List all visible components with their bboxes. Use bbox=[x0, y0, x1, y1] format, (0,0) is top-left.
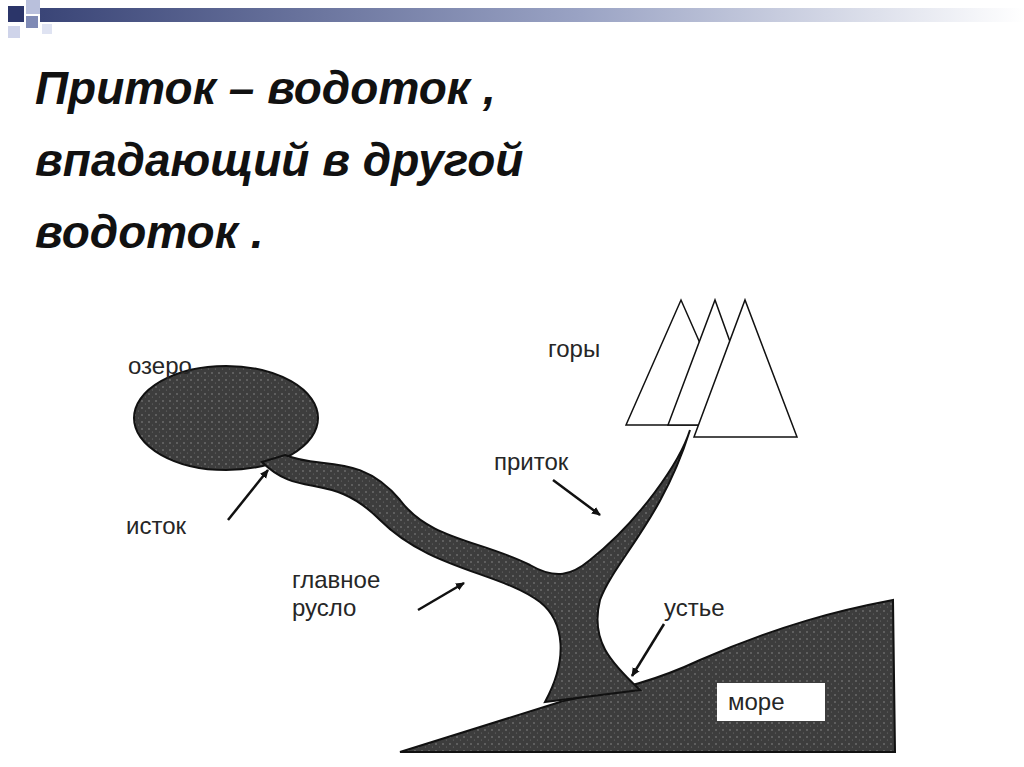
lake-label: озеро bbox=[128, 352, 192, 380]
mouth-label: устье bbox=[664, 594, 725, 622]
sea-label-box: море bbox=[717, 683, 825, 721]
river bbox=[262, 430, 690, 702]
mountains bbox=[626, 300, 797, 437]
tributary-label: приток bbox=[494, 448, 568, 476]
header-bar bbox=[8, 0, 1024, 38]
lake bbox=[134, 366, 318, 470]
main-channel-label: главное русло bbox=[292, 566, 422, 622]
slide-title: Приток – водоток , впадающий в другой во… bbox=[35, 52, 711, 268]
box-text: море bbox=[728, 688, 814, 716]
sea bbox=[400, 600, 895, 752]
mountains-label: горы bbox=[548, 335, 600, 363]
source-label: исток bbox=[126, 512, 186, 540]
leader-arrows bbox=[228, 470, 664, 676]
